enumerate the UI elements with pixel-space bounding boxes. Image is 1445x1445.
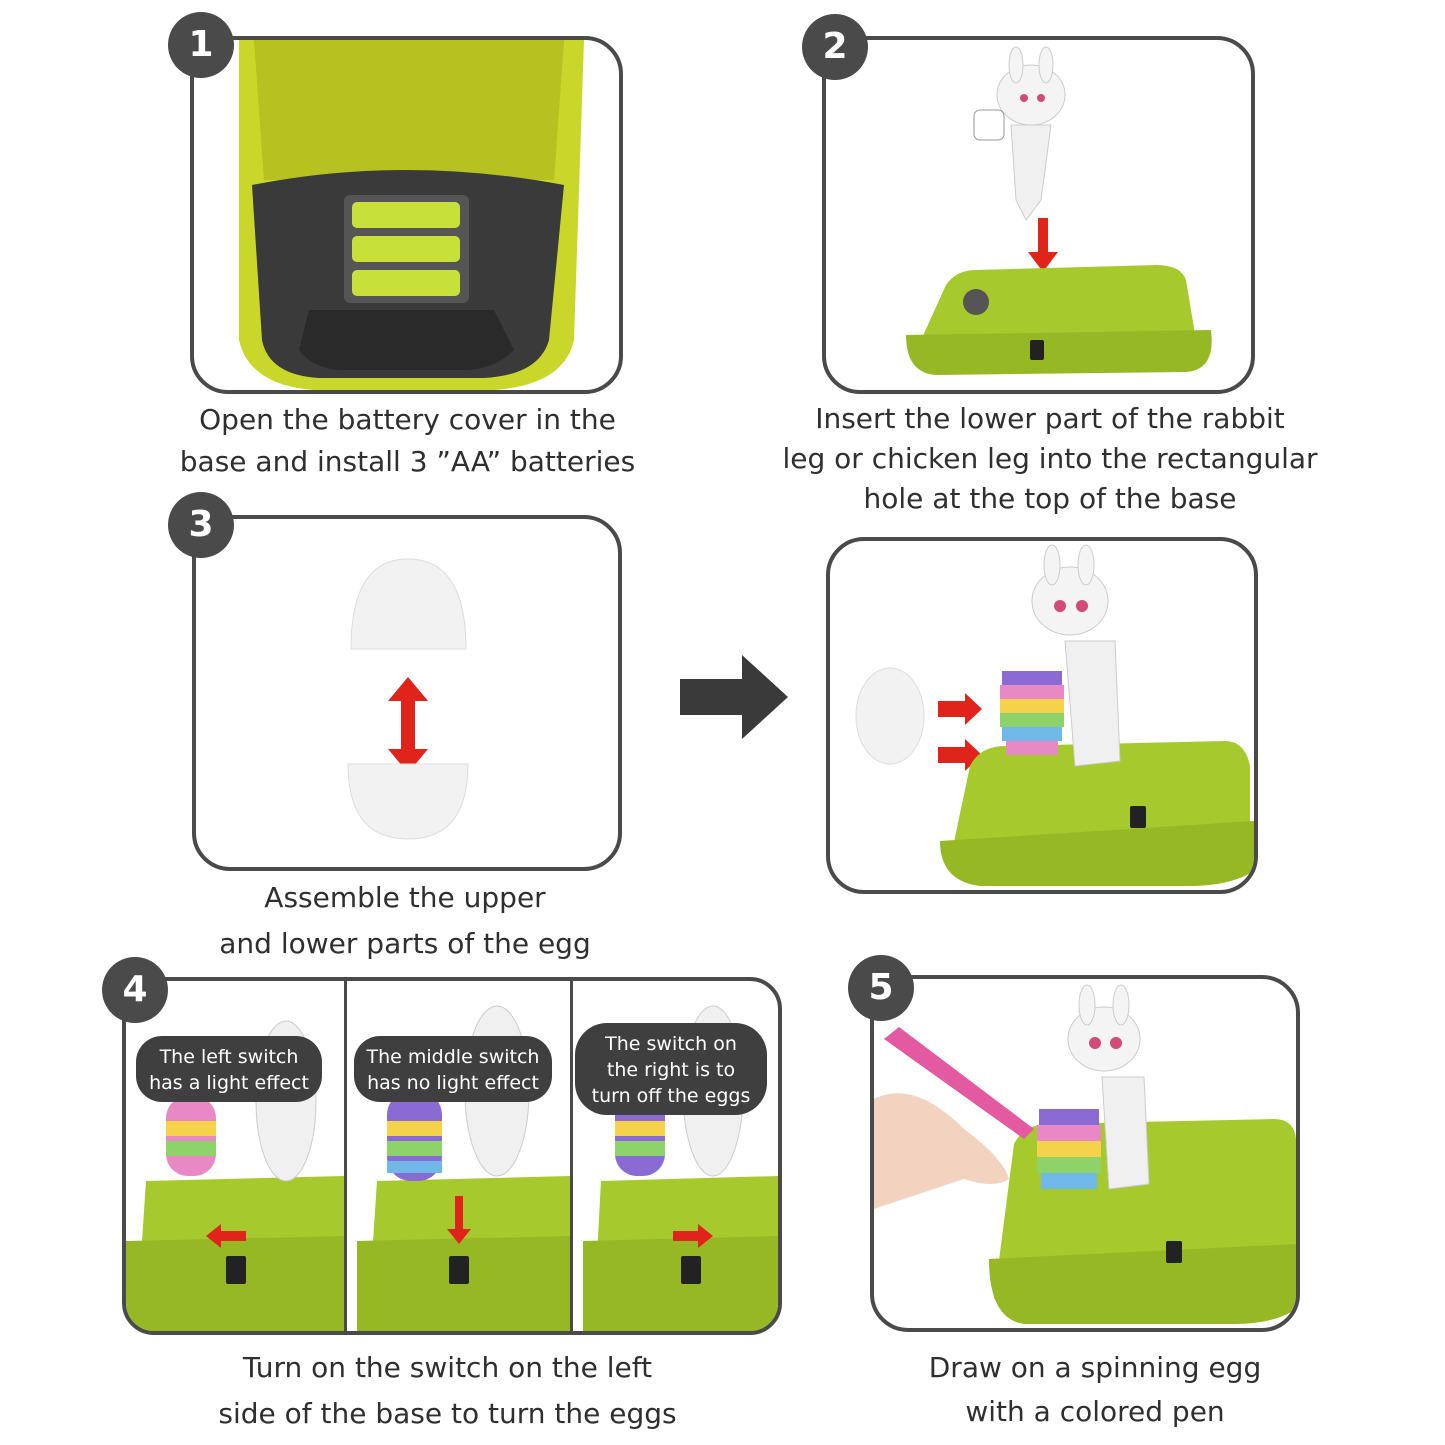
arrow-right-icon — [673, 1224, 713, 1248]
left-switch-illustration — [126, 1020, 344, 1331]
step-3-caption: Assemble the upper and lower parts of th… — [219, 881, 591, 960]
assembled-toy-illustration — [855, 544, 1254, 886]
switch-icon — [226, 1256, 246, 1284]
left-switch-label: The left switch has a light effect — [136, 1036, 322, 1102]
egg-top-icon — [350, 558, 467, 650]
step-4-number-badge: 4 — [102, 957, 168, 1023]
switch-icon — [681, 1256, 701, 1284]
rabbit-figure-icon — [973, 46, 1066, 221]
down-arrow-icon — [455, 1196, 463, 1231]
step-2-number-badge: 2 — [802, 14, 868, 80]
rainbow-egg-icon — [1037, 1109, 1101, 1189]
step-1-panel — [190, 36, 623, 394]
step-4-caption: Turn on the switch on the left side of t… — [218, 1351, 677, 1430]
step-5-caption: Draw on a spinning egg with a colored pe… — [928, 1351, 1262, 1428]
switch-icon — [1130, 806, 1146, 828]
arrow-left-icon — [206, 1224, 246, 1248]
step-2-panel — [822, 36, 1255, 394]
switch-mode-left — [126, 981, 347, 1331]
rabbit-figure-icon — [1031, 544, 1121, 767]
drawing-egg-illustration — [874, 984, 1296, 1324]
toy-base-icon — [906, 265, 1212, 375]
right-arrow-icon — [680, 655, 788, 739]
double-arrow-icon — [388, 677, 428, 773]
step-3-panel — [192, 515, 622, 871]
down-arrow-icon — [1028, 218, 1058, 272]
battery-compartment-illustration — [239, 40, 584, 390]
step-3-number-badge: 3 — [168, 492, 234, 558]
assembled-result-panel — [826, 537, 1258, 894]
step-1-number-badge: 1 — [168, 12, 234, 78]
rainbow-egg-icon — [1000, 671, 1064, 755]
switch-icon — [449, 1256, 469, 1284]
step-5-panel — [870, 975, 1300, 1332]
hand-icon — [874, 1093, 1009, 1209]
rabbit-figure-icon — [1067, 984, 1150, 1190]
arrow-right-icon — [938, 739, 982, 771]
switch-icon — [1166, 1241, 1182, 1263]
egg-bottom-icon — [347, 763, 469, 840]
rabbit-insert-illustration — [906, 46, 1212, 375]
middle-switch-label: The middle switch has no light effect — [354, 1036, 552, 1102]
step-1-caption: Open the battery cover in the base and i… — [179, 403, 636, 478]
step-2-caption: Insert the lower part of the rabbit leg … — [782, 402, 1318, 515]
switch-mode-middle — [347, 981, 573, 1331]
marker-pen-icon — [884, 1027, 1034, 1139]
middle-switch-illustration — [357, 1005, 570, 1331]
egg-assembly-illustration — [347, 558, 469, 840]
step-5-number-badge: 5 — [848, 955, 914, 1021]
egg-icon — [855, 667, 925, 765]
arrow-right-icon — [938, 693, 982, 725]
right-switch-label: The switch on the right is to turn off t… — [575, 1023, 767, 1115]
battery-icon-group — [352, 202, 460, 296]
